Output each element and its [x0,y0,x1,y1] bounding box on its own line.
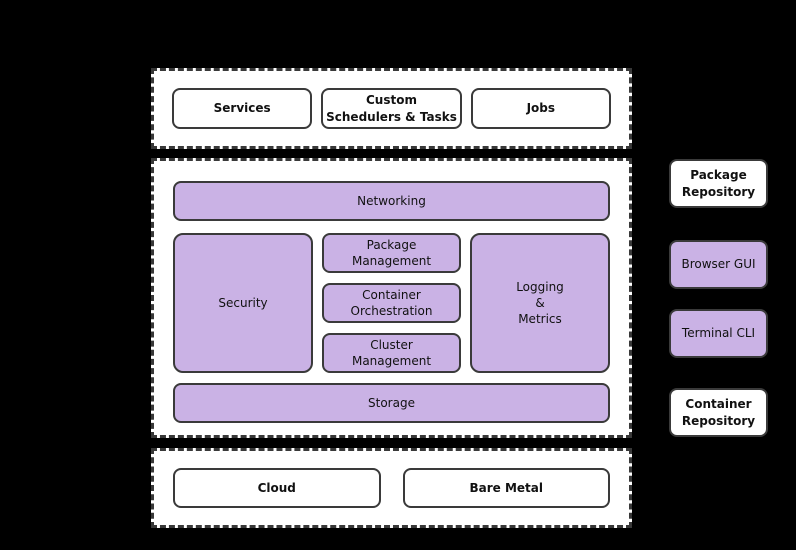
node-browser-gui: Browser GUI [669,240,768,289]
module-package-management: Package Management [322,233,461,273]
node-terminal-cli: Terminal CLI [669,309,768,358]
module-container-orchestration: Container Orchestration [322,283,461,323]
module-security: Security [173,233,313,373]
node-custom-schedulers-tasks: Custom Schedulers & Tasks [321,88,462,129]
panel-platform: Networking Security Package Management C… [151,158,632,438]
panel-infrastructure: Cloud Bare Metal [151,448,632,528]
node-jobs: Jobs [470,88,611,129]
node-package-repository: Package Repository [669,159,768,208]
panel-workloads: Services Custom Schedulers & Tasks Jobs [151,68,632,149]
node-container-repository: Container Repository [669,388,768,437]
module-cluster-management: Cluster Management [322,333,461,373]
module-storage: Storage [173,383,610,423]
node-bare-metal: Bare Metal [402,468,610,508]
platform-center-column: Package Management Container Orchestrati… [322,233,461,373]
module-networking: Networking [173,181,610,221]
platform-middle-row: Security Package Management Container Or… [173,233,610,373]
node-services: Services [172,88,313,129]
node-cloud: Cloud [173,468,381,508]
module-logging-metrics: Logging & Metrics [470,233,610,373]
